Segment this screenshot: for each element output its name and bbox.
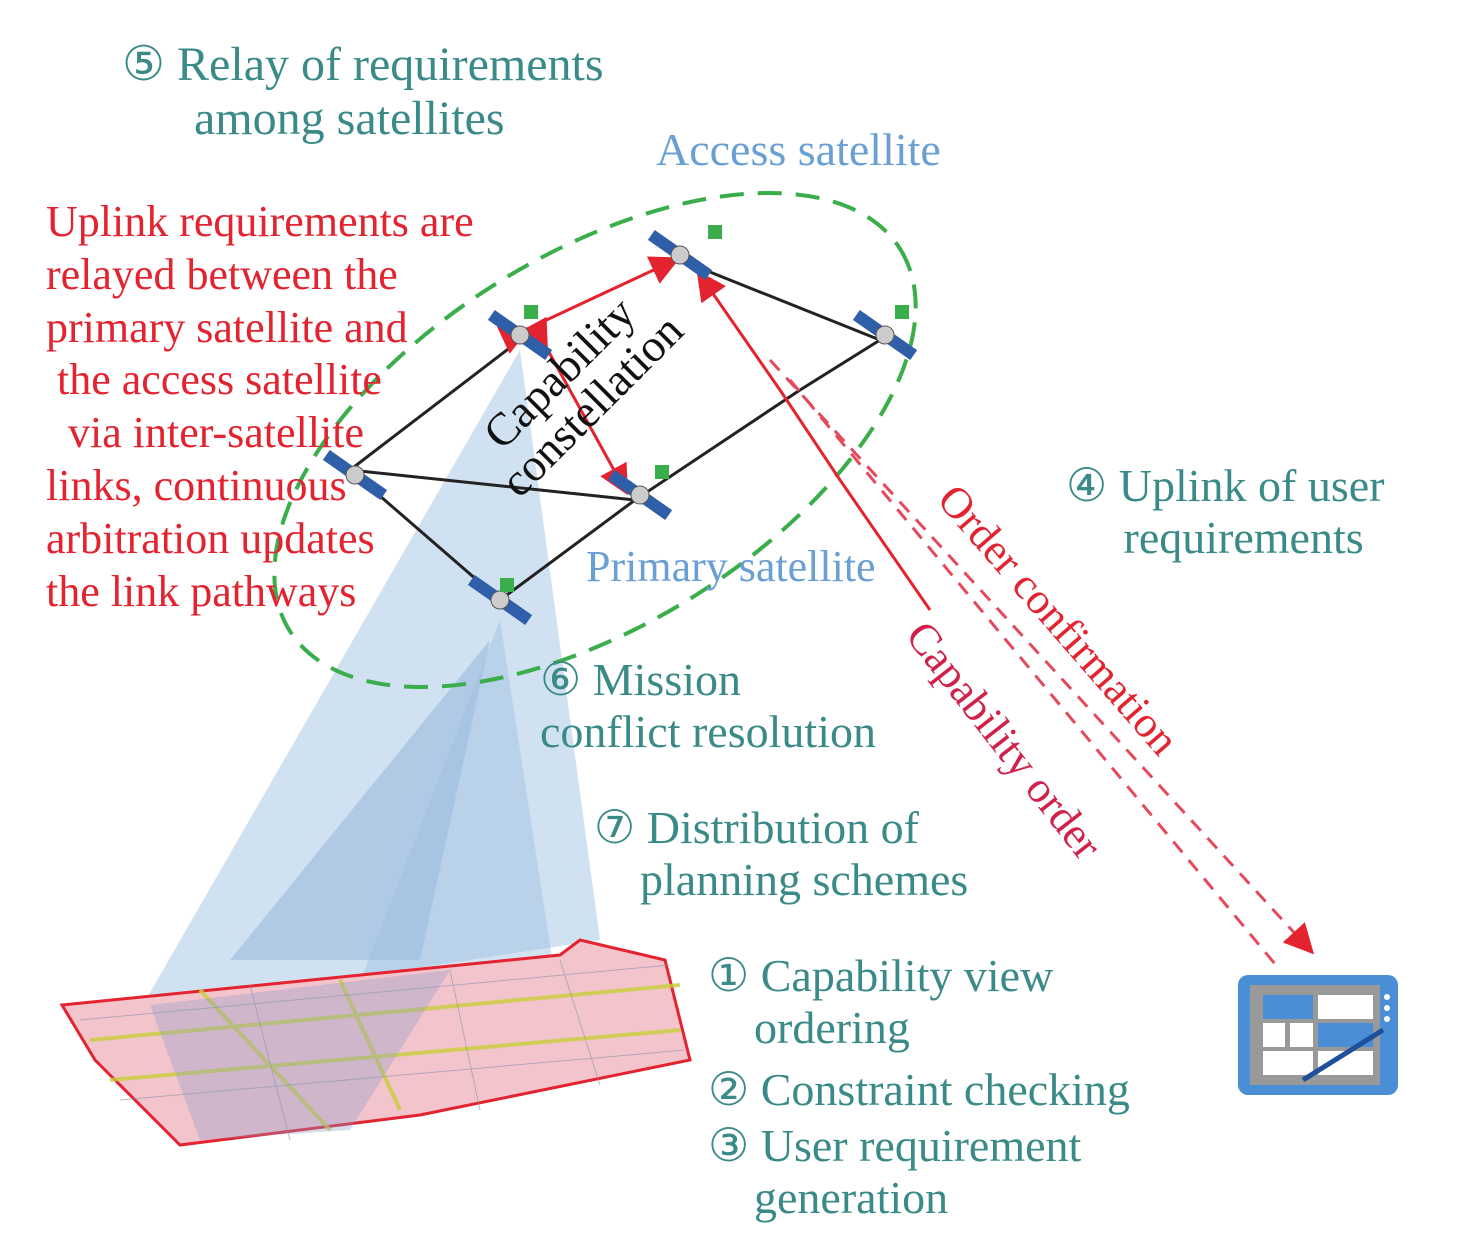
primary-satellite-label: Primary satellite [586, 542, 876, 591]
relay-arrows [496, 256, 932, 611]
satellite-icon [607, 465, 673, 520]
step6-label: ⑥ Mission conflict resolution [540, 654, 876, 757]
step1-label: ① Capability view ordering [708, 950, 1054, 1053]
step2-label: ② Constraint checking [708, 1064, 1130, 1115]
step4-label: ④ Uplink of user requirements [1066, 460, 1385, 563]
step7-label: ⑦ Distribution of planning schemes [594, 802, 969, 905]
access-satellite-label: Access satellite [656, 124, 941, 175]
satellite-icon [852, 305, 918, 360]
ground-map-region [59, 938, 692, 1147]
step5-label: ⑤ Relay of requirements among satellites [122, 38, 604, 145]
satellite-icon [322, 450, 388, 500]
satellites [322, 225, 918, 625]
tablet-terminal-icon [1238, 975, 1398, 1095]
uplink-dashed-lines [768, 358, 1315, 971]
constellation-boundary [272, 191, 918, 689]
satellite-icon [487, 305, 553, 360]
satellite-icon [647, 225, 722, 280]
uplink-relay-note: Uplink requirements are relayed between … [46, 197, 474, 616]
step3-label: ③ User requirement generation [708, 1120, 1082, 1223]
satellite-icon [467, 575, 533, 625]
